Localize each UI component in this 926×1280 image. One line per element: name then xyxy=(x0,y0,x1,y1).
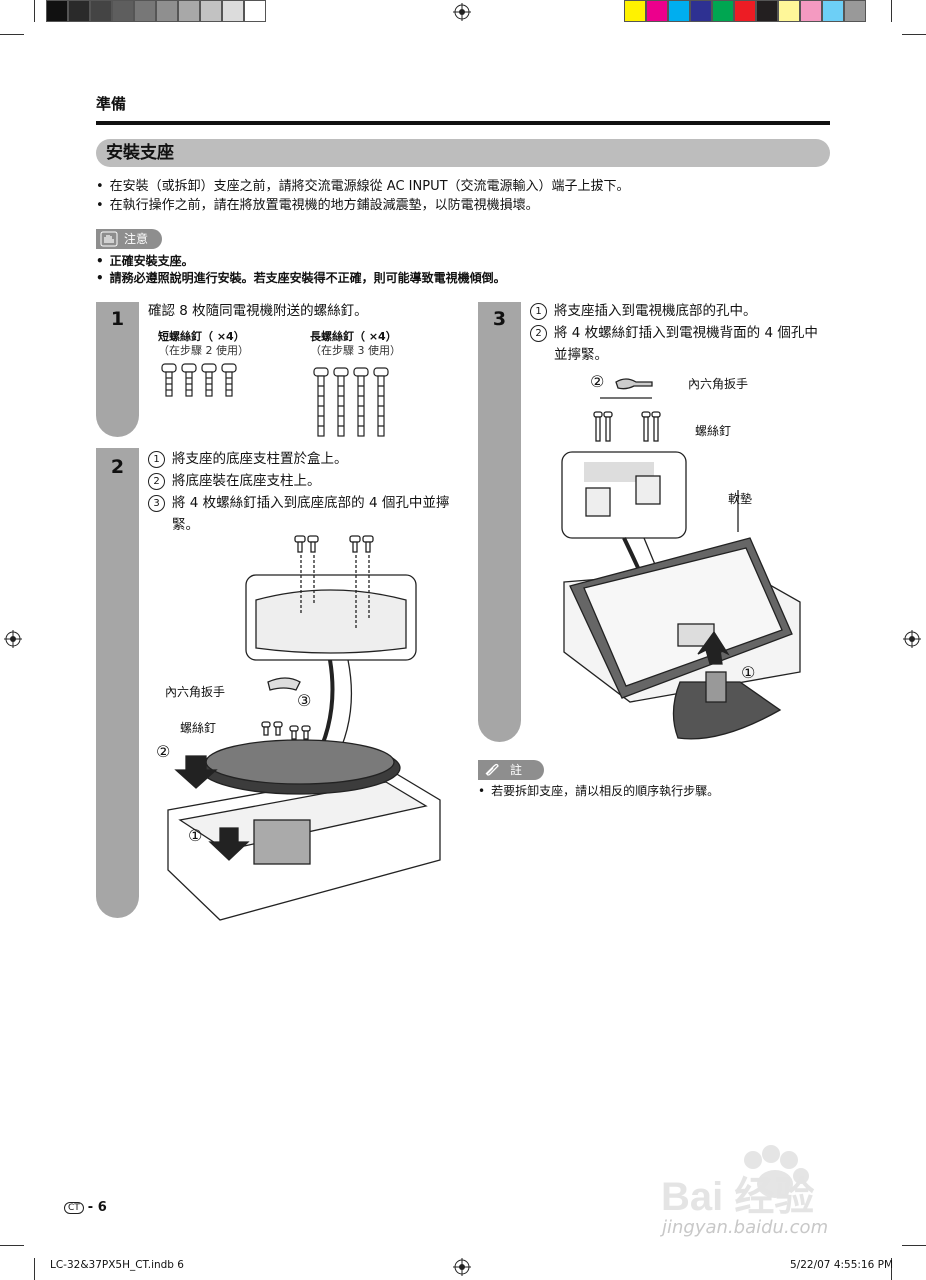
short-screw-sub: （在步驟 2 使用） xyxy=(158,344,249,357)
color-swatch xyxy=(646,0,668,22)
step-3-mark-2: ② xyxy=(590,372,605,391)
step-1-tab xyxy=(96,302,139,437)
long-screw-title: 長螺絲釘（ ×4） xyxy=(310,330,397,343)
intro-bullets: 在安裝（或拆卸）支座之前，請將交流電源線從 AC INPUT（交流電源輸入）端子… xyxy=(96,177,630,215)
gray-swatch xyxy=(178,0,200,22)
gray-swatch xyxy=(244,0,266,22)
step-1-number: 1 xyxy=(110,308,125,330)
step-2-mark-2: ② xyxy=(156,742,171,761)
step-2-mark-1: ① xyxy=(188,826,203,845)
color-swatch xyxy=(668,0,690,22)
page-number: CT- 6 xyxy=(64,1200,107,1215)
crop-mark xyxy=(902,34,926,35)
step-1-text: 確認 8 枚隨同電視機附送的螺絲釘。 xyxy=(148,303,368,319)
step-3-tab xyxy=(478,302,521,742)
color-swatch xyxy=(690,0,712,22)
color-swatch xyxy=(734,0,756,22)
process-color-bar xyxy=(624,0,866,24)
gray-swatch xyxy=(222,0,244,22)
registration-mark-icon xyxy=(903,630,921,648)
caution-label: 注意 xyxy=(124,232,149,246)
note-text: 若要拆卸支座，請以相反的順序執行步驟。 xyxy=(478,782,719,799)
crop-mark xyxy=(891,0,892,22)
crop-mark xyxy=(34,0,35,22)
caution-hand-icon xyxy=(100,231,118,247)
language-badge: CT xyxy=(64,1202,84,1214)
step-3-illustration xyxy=(561,378,801,740)
step-2-item-text: 將支座的底座支柱置於盒上。 xyxy=(172,451,348,467)
note-badge: 註 xyxy=(478,760,544,780)
page-title: 安裝支座 xyxy=(96,139,830,167)
gray-swatch xyxy=(134,0,156,22)
caution-badge: 注意 xyxy=(96,229,162,249)
watermark-url: jingyan.baidu.com xyxy=(662,1217,829,1238)
short-screw-title: 短螺絲釘（ ×4） xyxy=(158,330,245,343)
color-swatch xyxy=(800,0,822,22)
short-screw-label: 短螺絲釘（ ×4） （在步驟 2 使用） xyxy=(158,330,249,358)
intro-bullet: 在安裝（或拆卸）支座之前，請將交流電源線從 AC INPUT（交流電源輸入）端子… xyxy=(96,177,630,196)
gray-swatch xyxy=(46,0,68,22)
color-swatch xyxy=(822,0,844,22)
color-swatch xyxy=(756,0,778,22)
gray-swatch xyxy=(156,0,178,22)
step-3-mark-1: ① xyxy=(741,663,756,682)
page-number-text: - 6 xyxy=(87,1200,107,1215)
footer-timestamp: 5/22/07 4:55:16 PM xyxy=(790,1259,894,1271)
registration-mark-icon xyxy=(453,1258,471,1276)
step-3-screw-callout: 螺絲釘 xyxy=(695,424,732,438)
baidu-watermark-logo: Bai 经验 xyxy=(661,1145,814,1219)
step-2-item-text: 將底座裝在底座支柱上。 xyxy=(172,473,321,489)
step-2-tab xyxy=(96,448,139,918)
registration-mark-icon xyxy=(453,3,471,21)
intro-bullet: 在執行操作之前，請在將放置電視機的地方鋪設減震墊，以防電視機損壞。 xyxy=(96,196,630,215)
crop-mark xyxy=(0,1245,24,1246)
step-3-number: 3 xyxy=(492,308,507,330)
footer-file: LC-32&37PX5H_CT.indb 6 xyxy=(50,1259,184,1271)
crop-mark xyxy=(902,1245,926,1246)
caution-item: 請務必遵照說明進行安裝。若支座安裝得不正確，則可能導致電視機傾倒。 xyxy=(96,270,506,287)
paperclip-icon xyxy=(485,763,499,776)
step-2-screw-callout: 螺絲釘 xyxy=(180,721,217,735)
color-swatch xyxy=(624,0,646,22)
long-screws-illustration xyxy=(313,367,389,437)
crop-mark xyxy=(891,1258,892,1280)
caution-list: 正確安裝支座。 請務必遵照說明進行安裝。若支座安裝得不正確，則可能導致電視機傾倒… xyxy=(96,253,506,287)
step-3-item-text: 將 4 枚螺絲釘插入到電視機背面的 4 個孔中並擰緊。 xyxy=(554,325,818,363)
section-heading: 準備 xyxy=(96,95,127,113)
gray-swatch xyxy=(200,0,222,22)
long-screw-label: 長螺絲釘（ ×4） （在步驟 3 使用） xyxy=(310,330,401,358)
grayscale-bar xyxy=(46,0,266,24)
step-2-number: 2 xyxy=(110,456,125,478)
watermark-brand: Bai 经验 xyxy=(661,1175,814,1219)
step-2-item-text: 將 4 枚螺絲釘插入到底座底部的 4 個孔中並擰緊。 xyxy=(172,495,450,533)
step-2-illustration xyxy=(167,535,441,921)
gray-swatch xyxy=(90,0,112,22)
long-screw-sub: （在步驟 3 使用） xyxy=(310,344,401,357)
gray-swatch xyxy=(68,0,90,22)
crop-mark xyxy=(0,34,24,35)
gray-swatch xyxy=(112,0,134,22)
color-swatch xyxy=(712,0,734,22)
color-swatch xyxy=(844,0,866,22)
short-screws-illustration xyxy=(161,363,237,397)
step-3-item-text: 將支座插入到電視機底部的孔中。 xyxy=(554,303,757,319)
registration-mark-icon xyxy=(4,630,22,648)
step-3-wrench-callout: 內六角扳手 xyxy=(688,377,749,391)
crop-mark xyxy=(34,1258,35,1280)
heading-rule xyxy=(96,121,830,125)
step-2-wrench-callout: 內六角扳手 xyxy=(165,685,226,699)
color-swatch xyxy=(778,0,800,22)
note-label: 註 xyxy=(510,763,523,777)
step-2-mark-3: ③ xyxy=(297,691,312,710)
step-3-pad-callout: 軟墊 xyxy=(728,492,753,506)
caution-item: 正確安裝支座。 xyxy=(96,253,506,270)
